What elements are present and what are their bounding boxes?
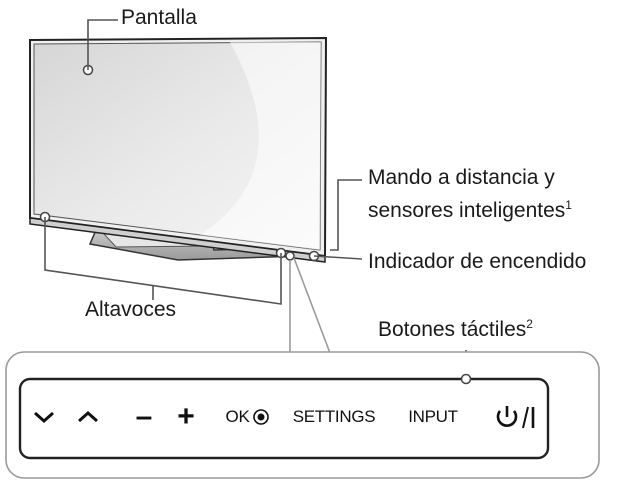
up-chevron-icon (78, 410, 98, 423)
label-speakers: Altavoces (85, 298, 177, 321)
speakers-bracket (44, 217, 282, 305)
ok-label: OK (225, 407, 250, 426)
ok-button[interactable]: OK (220, 397, 276, 437)
label-touch-buttons-text: Botones táctiles (378, 318, 527, 341)
down-chevron-icon (34, 411, 54, 424)
button-panel-dot (460, 373, 472, 385)
touch-buttons-dot (285, 251, 295, 261)
ok-circle-icon (253, 409, 270, 425)
screen-leader (87, 19, 118, 70)
down-button[interactable] (30, 397, 58, 437)
tv-body (29, 36, 328, 263)
label-screen: Pantalla (121, 6, 197, 29)
settings-button[interactable]: SETTINGS (292, 407, 376, 426)
up-button[interactable] (74, 397, 102, 437)
power-icon (496, 406, 535, 429)
volume-up-button[interactable]: + (177, 400, 195, 433)
label-remote-sensor-2-text: sensores inteligentes (368, 199, 566, 222)
input-button[interactable]: INPUT (408, 407, 458, 426)
label-touch-buttons: Botones táctiles2 (378, 318, 533, 342)
label-remote-sensor-1: Mando a distancia y (368, 166, 555, 189)
button-panel-inner (18, 377, 550, 460)
footnote-2: 2 (526, 317, 533, 331)
power-button[interactable] (490, 397, 540, 437)
remote-sensor-leader (330, 179, 362, 251)
power-indicator-leader (313, 255, 363, 260)
panel-callout-right (293, 257, 331, 354)
label-power-indicator: Indicador de encendido (368, 250, 587, 273)
footnote-1: 1 (565, 198, 572, 212)
volume-down-button[interactable]: – (135, 400, 153, 433)
label-remote-sensor-2: sensores inteligentes1 (368, 199, 572, 223)
